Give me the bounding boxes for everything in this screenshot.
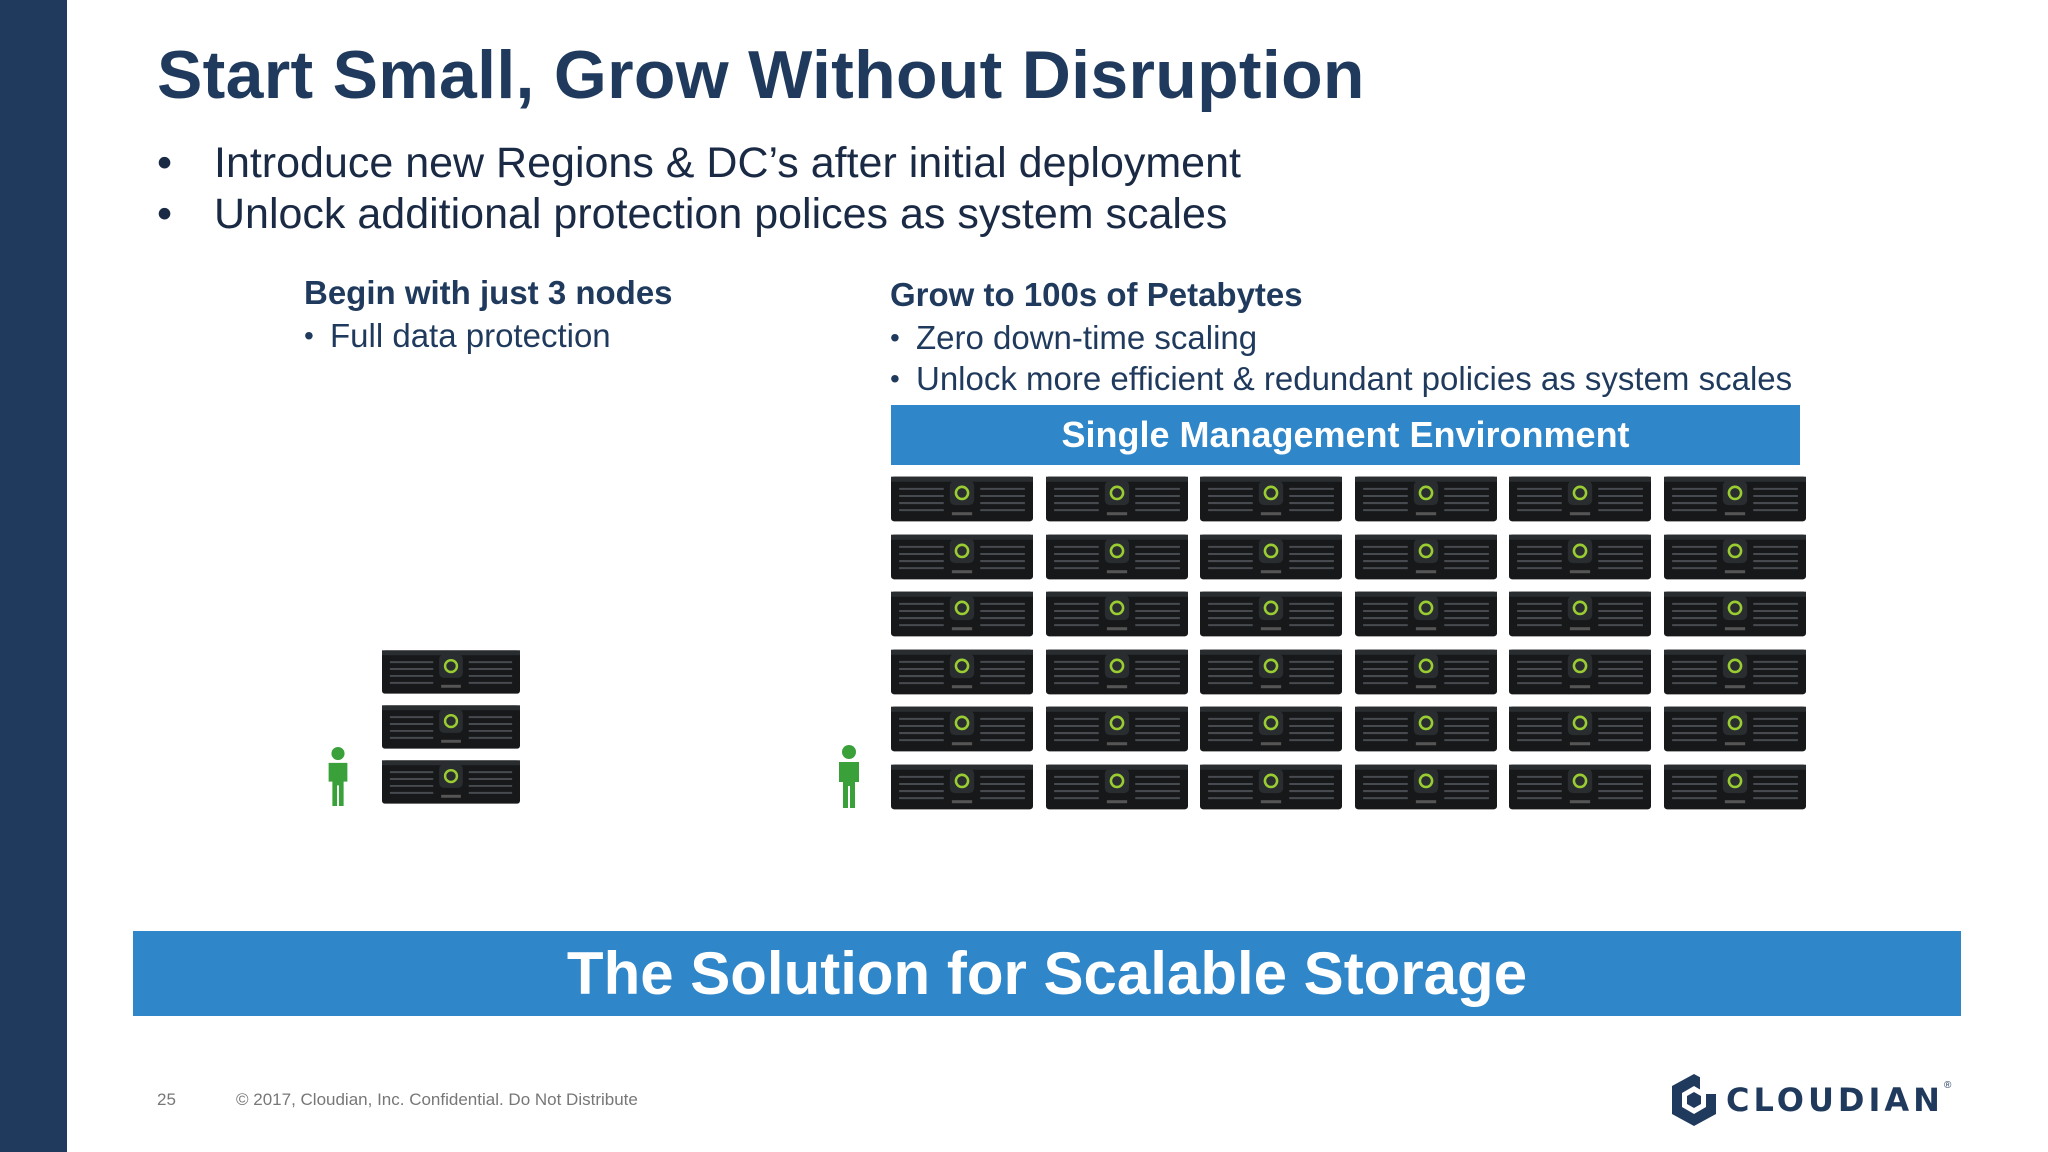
storage-node-icon: [1509, 762, 1651, 812]
storage-node-icon: [1664, 647, 1806, 697]
storage-node-icon: [891, 704, 1033, 754]
storage-node-icon: [382, 758, 520, 806]
storage-node-icon: [1664, 474, 1806, 524]
storage-node-icon: [1046, 647, 1188, 697]
person-icon: [323, 746, 353, 806]
storage-node-icon: [1355, 474, 1497, 524]
storage-node-icon: [1509, 647, 1651, 697]
storage-node-icon: [891, 762, 1033, 812]
storage-node-icon: [1509, 704, 1651, 754]
storage-node-icon: [1509, 474, 1651, 524]
storage-node-icon: [1046, 589, 1188, 639]
storage-node-icon: [1355, 762, 1497, 812]
storage-node-icon: [891, 647, 1033, 697]
left-column-points: Full data protection: [304, 315, 611, 356]
main-bullet-2: Unlock additional protection polices as …: [157, 189, 1241, 240]
cloudian-logo: CLOUDIAN ®: [1670, 1072, 1970, 1128]
storage-node-icon: [1664, 589, 1806, 639]
storage-node-icon: [1200, 532, 1342, 582]
registered-mark: ®: [1943, 1080, 1952, 1091]
cloudian-logo-icon: [1672, 1072, 1718, 1126]
storage-node-icon: [1200, 647, 1342, 697]
storage-node-icon: [1200, 762, 1342, 812]
right-point-1: Zero down-time scaling: [890, 317, 1792, 358]
storage-node-icon: [1509, 589, 1651, 639]
storage-node-icon: [1355, 589, 1497, 639]
cloudian-logo-text: CLOUDIAN: [1726, 1081, 1944, 1119]
right-column-points: Zero down-time scaling Unlock more effic…: [890, 317, 1792, 399]
storage-node-icon: [891, 589, 1033, 639]
storage-node-icon: [1664, 704, 1806, 754]
storage-node-icon: [1046, 532, 1188, 582]
right-point-2: Unlock more efficient & redundant polici…: [890, 358, 1792, 399]
storage-node-icon: [1355, 647, 1497, 697]
main-bullets: Introduce new Regions & DC’s after initi…: [157, 138, 1241, 240]
storage-node-icon: [1664, 532, 1806, 582]
storage-node-icon: [1046, 762, 1188, 812]
slide-title: Start Small, Grow Without Disruption: [157, 37, 1365, 113]
storage-node-icon: [382, 648, 520, 696]
page-number: 25: [157, 1090, 176, 1109]
storage-node-icon: [1509, 532, 1651, 582]
person-icon: [834, 744, 864, 808]
storage-node-icon: [1200, 704, 1342, 754]
storage-node-icon: [1355, 704, 1497, 754]
management-environment-bar: Single Management Environment: [891, 405, 1800, 465]
storage-node-icon: [1046, 704, 1188, 754]
main-bullet-1: Introduce new Regions & DC’s after initi…: [157, 138, 1241, 189]
confidentiality-note: © 2017, Cloudian, Inc. Confidential. Do …: [236, 1090, 638, 1109]
storage-node-icon: [1664, 762, 1806, 812]
storage-node-icon: [1046, 474, 1188, 524]
left-column-heading: Begin with just 3 nodes: [304, 274, 673, 311]
storage-node-icon: [891, 474, 1033, 524]
storage-node-icon: [1355, 532, 1497, 582]
left-point-1: Full data protection: [304, 315, 611, 356]
storage-node-icon: [1200, 474, 1342, 524]
solution-banner: The Solution for Scalable Storage: [133, 931, 1961, 1016]
left-accent-bar: [0, 0, 67, 1152]
right-column-heading: Grow to 100s of Petabytes: [890, 276, 1303, 313]
storage-node-icon: [1200, 589, 1342, 639]
storage-node-icon: [382, 703, 520, 751]
storage-node-icon: [891, 532, 1033, 582]
